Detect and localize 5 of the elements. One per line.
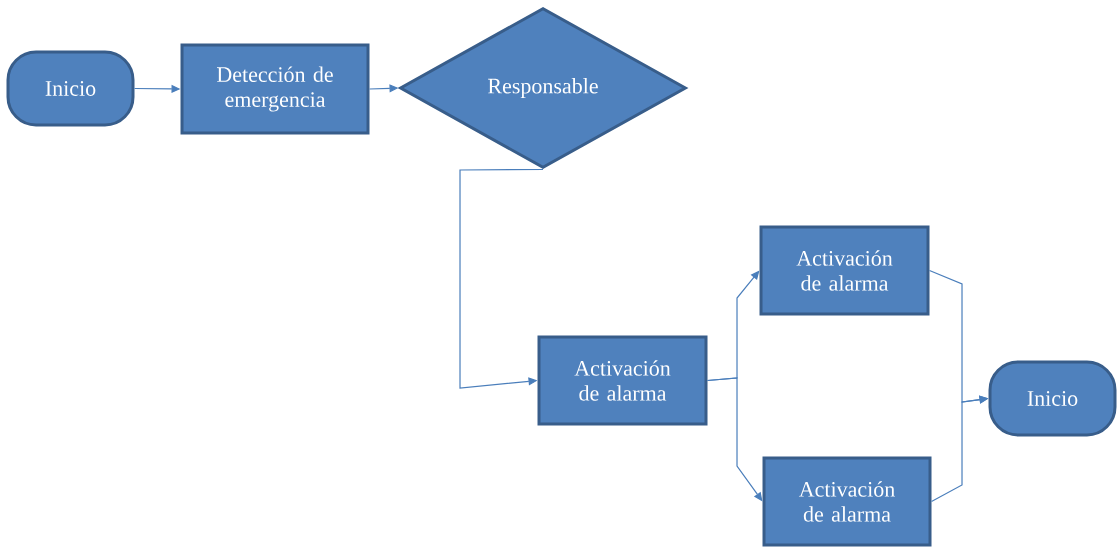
process-box: Activación de alarma [759,225,930,316]
process-box: Activación de alarma [537,335,708,426]
process-box: Activación de alarma [762,456,932,547]
arrow [459,168,544,389]
process-box: Detección de emergencia [180,43,370,135]
